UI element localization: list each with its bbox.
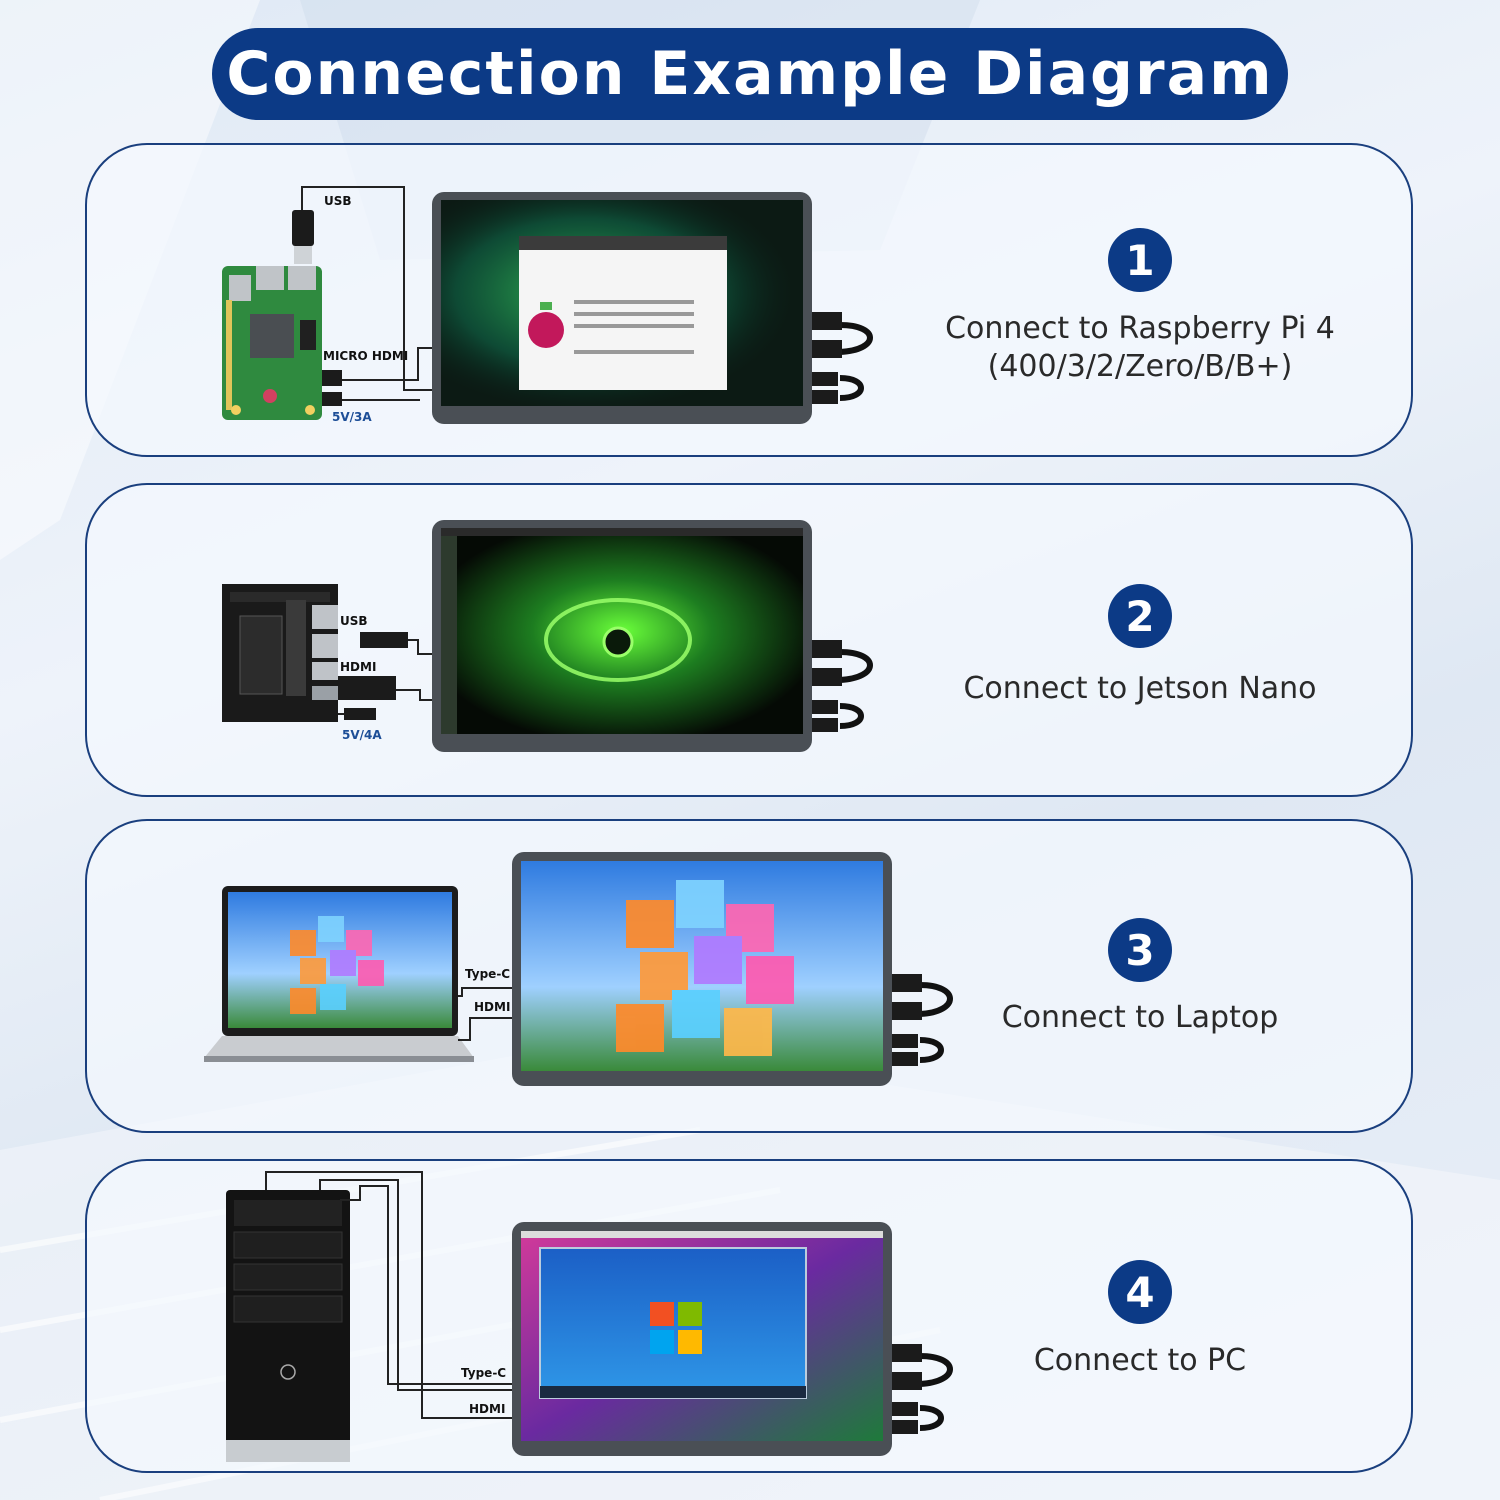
caption-1-line-2: (400/3/2/Zero/B/B+) (987, 349, 1293, 384)
monitor-side-cables (839, 649, 873, 729)
label-usb-2: USB (340, 614, 368, 628)
caption-4: Connect to PC (900, 1342, 1380, 1380)
label-typec-3: Type-C (465, 967, 511, 981)
page-title: Connection Example Diagram (226, 39, 1274, 109)
windows-logo (650, 1302, 702, 1354)
step-number-4: 4 (1108, 1260, 1172, 1324)
label-hdmi-4: HDMI (469, 1402, 506, 1416)
title-banner: Connection Example Diagram (212, 28, 1288, 120)
label-power-1: 5V/3A (332, 410, 372, 424)
portable-monitor (512, 852, 892, 1086)
label-micro-hdmi: MICRO HDMI (323, 349, 409, 363)
label-hdmi-2: HDMI (340, 660, 377, 674)
pc-tower (226, 1190, 350, 1462)
raspberry-pi-board (222, 266, 322, 420)
caption-1-line-1: Connect to Raspberry Pi 4 (945, 311, 1335, 346)
laptop (204, 886, 474, 1062)
label-usb-1: USB (324, 194, 352, 208)
monitor-side-cables (919, 982, 953, 1063)
portable-monitor (432, 192, 812, 424)
caption-2: Connect to Jetson Nano (900, 670, 1380, 708)
label-power-2: 5V/4A (342, 728, 382, 742)
monitor-side-cables (919, 1353, 953, 1431)
caption-1: Connect to Raspberry Pi 4 (400/3/2/Zero/… (900, 310, 1380, 386)
cable-lines (458, 987, 512, 1041)
label-typec-4: Type-C (461, 1366, 507, 1380)
caption-4-line-1: Connect to PC (1033, 1343, 1247, 1378)
monitor-side-cables (839, 322, 873, 401)
label-hdmi-3: HDMI (474, 1000, 511, 1014)
cable-lines (265, 1171, 512, 1419)
step-number-3: 3 (1108, 918, 1172, 982)
step-number-2: 2 (1108, 584, 1172, 648)
portable-monitor (512, 1222, 892, 1456)
jetson-nano-board (222, 584, 338, 722)
portable-monitor (432, 520, 812, 752)
caption-3-line-1: Connect to Laptop (1001, 1000, 1279, 1035)
step-number-1: 1 (1108, 228, 1172, 292)
caption-2-line-1: Connect to Jetson Nano (963, 671, 1317, 706)
caption-3: Connect to Laptop (900, 999, 1380, 1037)
